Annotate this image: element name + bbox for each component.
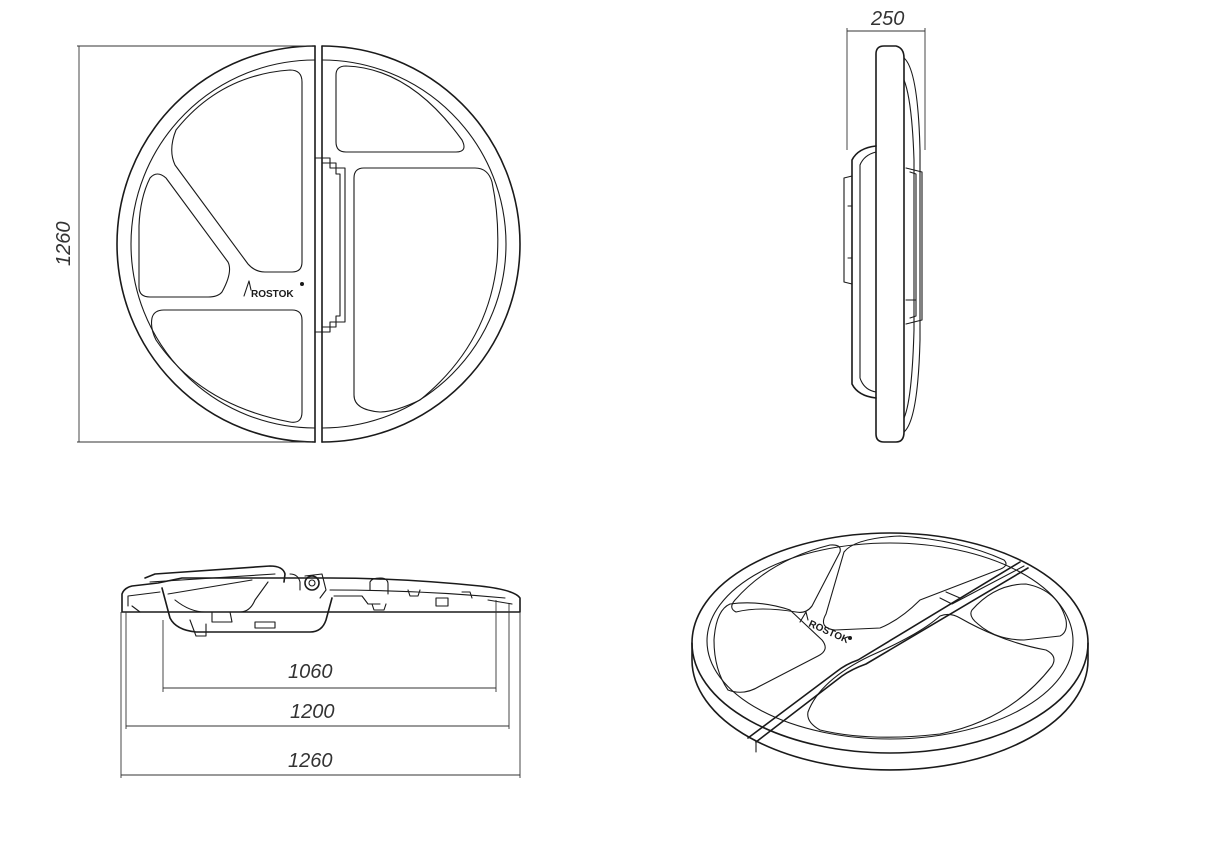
dimension-side-depth: 250 xyxy=(846,8,926,150)
logo-text: ROSTOK xyxy=(251,289,294,300)
dimension-front-height: 1260 xyxy=(53,45,312,443)
dimension-bottom-mid: 1200 xyxy=(125,604,510,729)
iso-logo-registered-dot xyxy=(848,636,852,640)
bottom-section-view: 1060 1200 1260 xyxy=(120,565,521,778)
front-view: ROSTOK 1260 xyxy=(53,45,521,443)
brand-logo: ROSTOK xyxy=(243,280,304,300)
logo-registered-dot xyxy=(300,282,304,286)
dimension-bottom-overall: 1260 xyxy=(120,612,521,778)
dimension-front-height-label: 1260 xyxy=(53,222,75,267)
isometric-view: ROSTOK xyxy=(691,532,1089,771)
dimension-bottom-overall-label: 1260 xyxy=(288,750,333,772)
side-view: 250 xyxy=(843,8,926,443)
dimension-side-depth-label: 250 xyxy=(870,8,904,30)
dimension-bottom-mid-label: 1200 xyxy=(290,701,335,723)
dimension-bottom-inner-label: 1060 xyxy=(288,661,333,683)
dimension-bottom-inner: 1060 xyxy=(162,600,497,692)
